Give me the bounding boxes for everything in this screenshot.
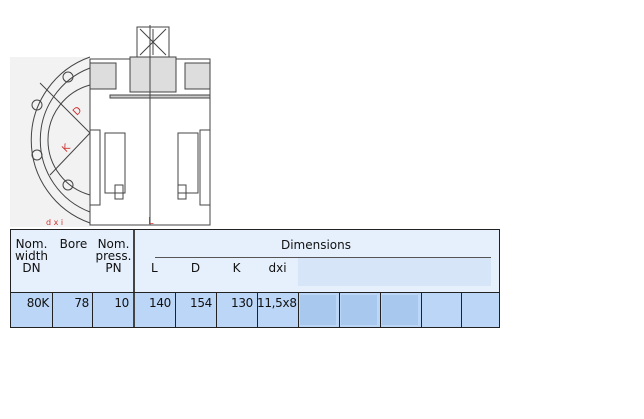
header-dimensions: Dimensions: [280, 238, 352, 252]
cell-k: 130: [230, 296, 253, 310]
cell-dn: 80K: [26, 296, 50, 310]
header-dxi: dxi: [268, 261, 287, 275]
divider: [339, 293, 340, 327]
header-k: K: [232, 261, 241, 275]
header-pn-line: Nom.: [97, 237, 130, 251]
header-pn-line: press.: [95, 249, 132, 263]
header-l: L: [151, 261, 158, 275]
header-bore: Bore: [59, 237, 88, 251]
label-l: L: [148, 216, 154, 227]
divider: [175, 293, 176, 327]
divider: [298, 293, 299, 327]
empty-cell: [382, 295, 418, 325]
divider: [216, 293, 217, 327]
header-d: D: [190, 261, 201, 275]
label-dxi: d x i: [46, 218, 63, 227]
header-shade: [298, 258, 491, 286]
header-dn-line: Nom.: [15, 237, 48, 251]
cell-bore: 78: [74, 296, 89, 310]
table-row: 80K 78 10 140 154 130 11,5x8: [10, 293, 500, 328]
header-pn: Nom.press.PN: [93, 230, 134, 274]
divider: [133, 293, 135, 327]
cell-pn: 10: [114, 296, 129, 310]
divider: [257, 293, 258, 327]
dimensions-rule: [155, 257, 491, 258]
header-dn-line: width: [14, 249, 49, 263]
cell-l: 140: [148, 296, 171, 310]
cell-d: 154: [189, 296, 212, 310]
divider: [421, 293, 422, 327]
divider: [380, 293, 381, 327]
divider: [133, 230, 135, 292]
valve-technical-drawing: D K d x i L: [10, 25, 211, 227]
empty-cell: [300, 295, 336, 325]
divider: [92, 293, 93, 327]
header-pn-line: PN: [105, 261, 122, 275]
header-dn-line: DN: [22, 261, 41, 275]
divider: [461, 293, 462, 327]
cell-dxi: 11,5x8: [257, 296, 297, 310]
empty-cell: [341, 295, 377, 325]
divider: [52, 293, 53, 327]
